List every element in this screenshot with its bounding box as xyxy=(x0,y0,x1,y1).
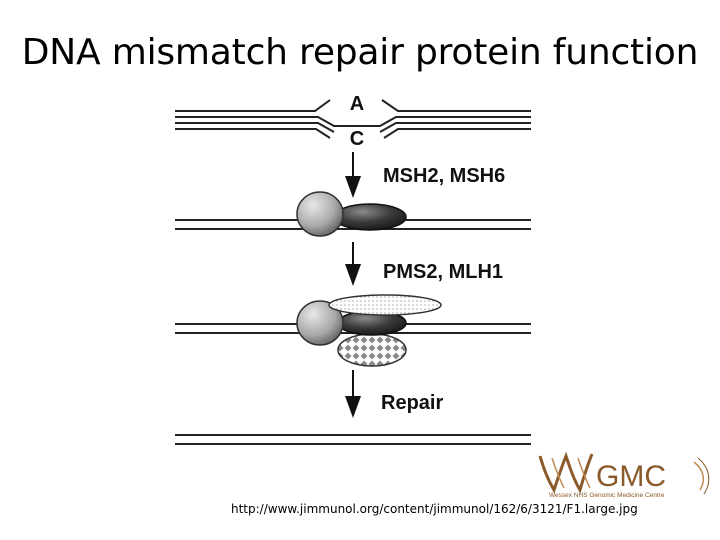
mlh1-protein xyxy=(337,333,407,367)
gmc-logo: GMC Wessex NHS Genomic Medicine Centre xyxy=(538,451,710,499)
slide-title: DNA mismatch repair protein function xyxy=(21,32,699,73)
source-url: http://www.jimmunol.org/content/jimmunol… xyxy=(231,502,638,516)
pms2-protein xyxy=(328,294,442,316)
logo-subtitle: Wessex NHS Genomic Medicine Centre xyxy=(549,492,665,499)
arrow-down-icon xyxy=(345,152,361,198)
step2-label: PMS2, MLH1 xyxy=(383,261,503,283)
mismatched-dna xyxy=(175,99,531,139)
step3-label: Repair xyxy=(381,392,443,414)
step1-label: MSH2, MSH6 xyxy=(383,165,505,187)
repaired-dna xyxy=(175,434,531,445)
msh2-protein-bound xyxy=(296,300,344,346)
arrow-down-icon xyxy=(345,242,361,286)
logo-wordmark: GMC xyxy=(596,460,666,493)
arrow-down-icon xyxy=(345,370,361,418)
mismatch-base-bottom: C xyxy=(350,128,364,150)
msh2-protein xyxy=(296,191,344,237)
msh6-protein xyxy=(333,203,407,231)
mismatch-base-top: A xyxy=(350,93,364,115)
